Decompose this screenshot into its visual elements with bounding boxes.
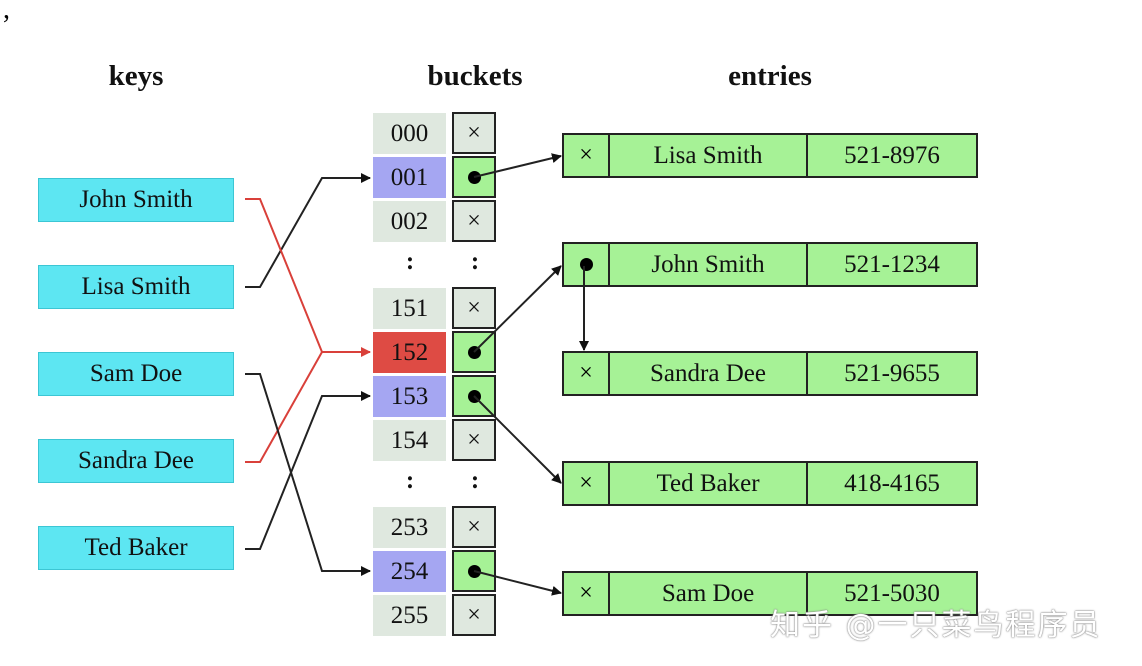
bucket-ellipsis: : (470, 248, 480, 275)
bucket-pointer-filled (452, 375, 496, 417)
entry-lisa-smith: × Lisa Smith 521-8976 (562, 133, 978, 178)
bucket-index: 151 (373, 288, 446, 329)
key-lisa-smith: Lisa Smith (38, 265, 234, 309)
bucket-index: 001 (373, 157, 446, 198)
bucket-index-collision: 152 (373, 332, 446, 373)
entry-phone: 418-4165 (844, 469, 940, 497)
entry-name: Ted Baker (610, 463, 808, 504)
bucket-index: 253 (373, 507, 446, 548)
bucket-pointer-empty: × (452, 200, 496, 242)
entry-ted-baker: × Ted Baker 418-4165 (562, 461, 978, 506)
line-152-to-john (473, 265, 562, 353)
key-john-smith: John Smith (38, 178, 234, 222)
bucket-pointer-empty: × (452, 594, 496, 636)
line-sandra-dee-to-152 (245, 351, 323, 463)
line-153-to-ted (473, 395, 562, 484)
bucket-ellipsis: : (405, 467, 415, 494)
stray-mark: , (3, 0, 10, 25)
entry-phone: 521-9655 (844, 359, 940, 387)
buckets-header: buckets (427, 60, 523, 92)
key-ted-baker: Ted Baker (38, 526, 234, 570)
entry-next-pointer: × (564, 463, 610, 504)
entry-phone: 521-8976 (844, 141, 940, 169)
entry-phone: 521-1234 (844, 250, 940, 278)
bucket-pointer-empty: × (452, 112, 496, 154)
entry-sam-doe: × Sam Doe 521-5030 (562, 571, 978, 616)
bucket-index: 000 (373, 113, 446, 154)
keys-header: keys (108, 60, 164, 92)
entry-john-smith: John Smith 521-1234 (562, 242, 978, 287)
entry-next-pointer (564, 244, 610, 285)
key-sam-doe: Sam Doe (38, 352, 234, 396)
watermark: 知乎 @一只菜鸟程序员 (770, 608, 1102, 643)
line-lisa-smith-to-001 (245, 173, 371, 288)
bucket-index: 154 (373, 420, 446, 461)
entry-name: Lisa Smith (610, 135, 808, 176)
bucket-pointer-empty: × (452, 287, 496, 329)
line-254-to-sam (473, 570, 562, 596)
entry-sandra-dee: × Sandra Dee 521-9655 (562, 351, 978, 396)
bucket-ellipsis: : (405, 248, 415, 275)
bucket-index: 153 (373, 376, 446, 417)
entries-header: entries (728, 60, 812, 92)
bucket-index: 254 (373, 551, 446, 592)
line-john-smith-to-152 (245, 198, 371, 357)
bucket-index: 255 (373, 595, 446, 636)
key-sandra-dee: Sandra Dee (38, 439, 234, 483)
entry-name: Sam Doe (610, 573, 808, 614)
entry-phone: 521-5030 (844, 579, 940, 607)
line-sam-doe-to-254 (245, 373, 371, 576)
entry-next-pointer: × (564, 353, 610, 394)
bucket-ellipsis: : (470, 467, 480, 494)
entry-name: Sandra Dee (610, 353, 808, 394)
pointer-dot-icon (579, 258, 593, 271)
line-001-to-lisa (473, 153, 562, 178)
entry-next-pointer: × (564, 135, 610, 176)
entry-name: John Smith (610, 244, 808, 285)
bucket-pointer-empty: × (452, 506, 496, 548)
bucket-pointer-empty: × (452, 419, 496, 461)
bucket-index: 002 (373, 201, 446, 242)
entry-next-pointer: × (564, 573, 610, 614)
